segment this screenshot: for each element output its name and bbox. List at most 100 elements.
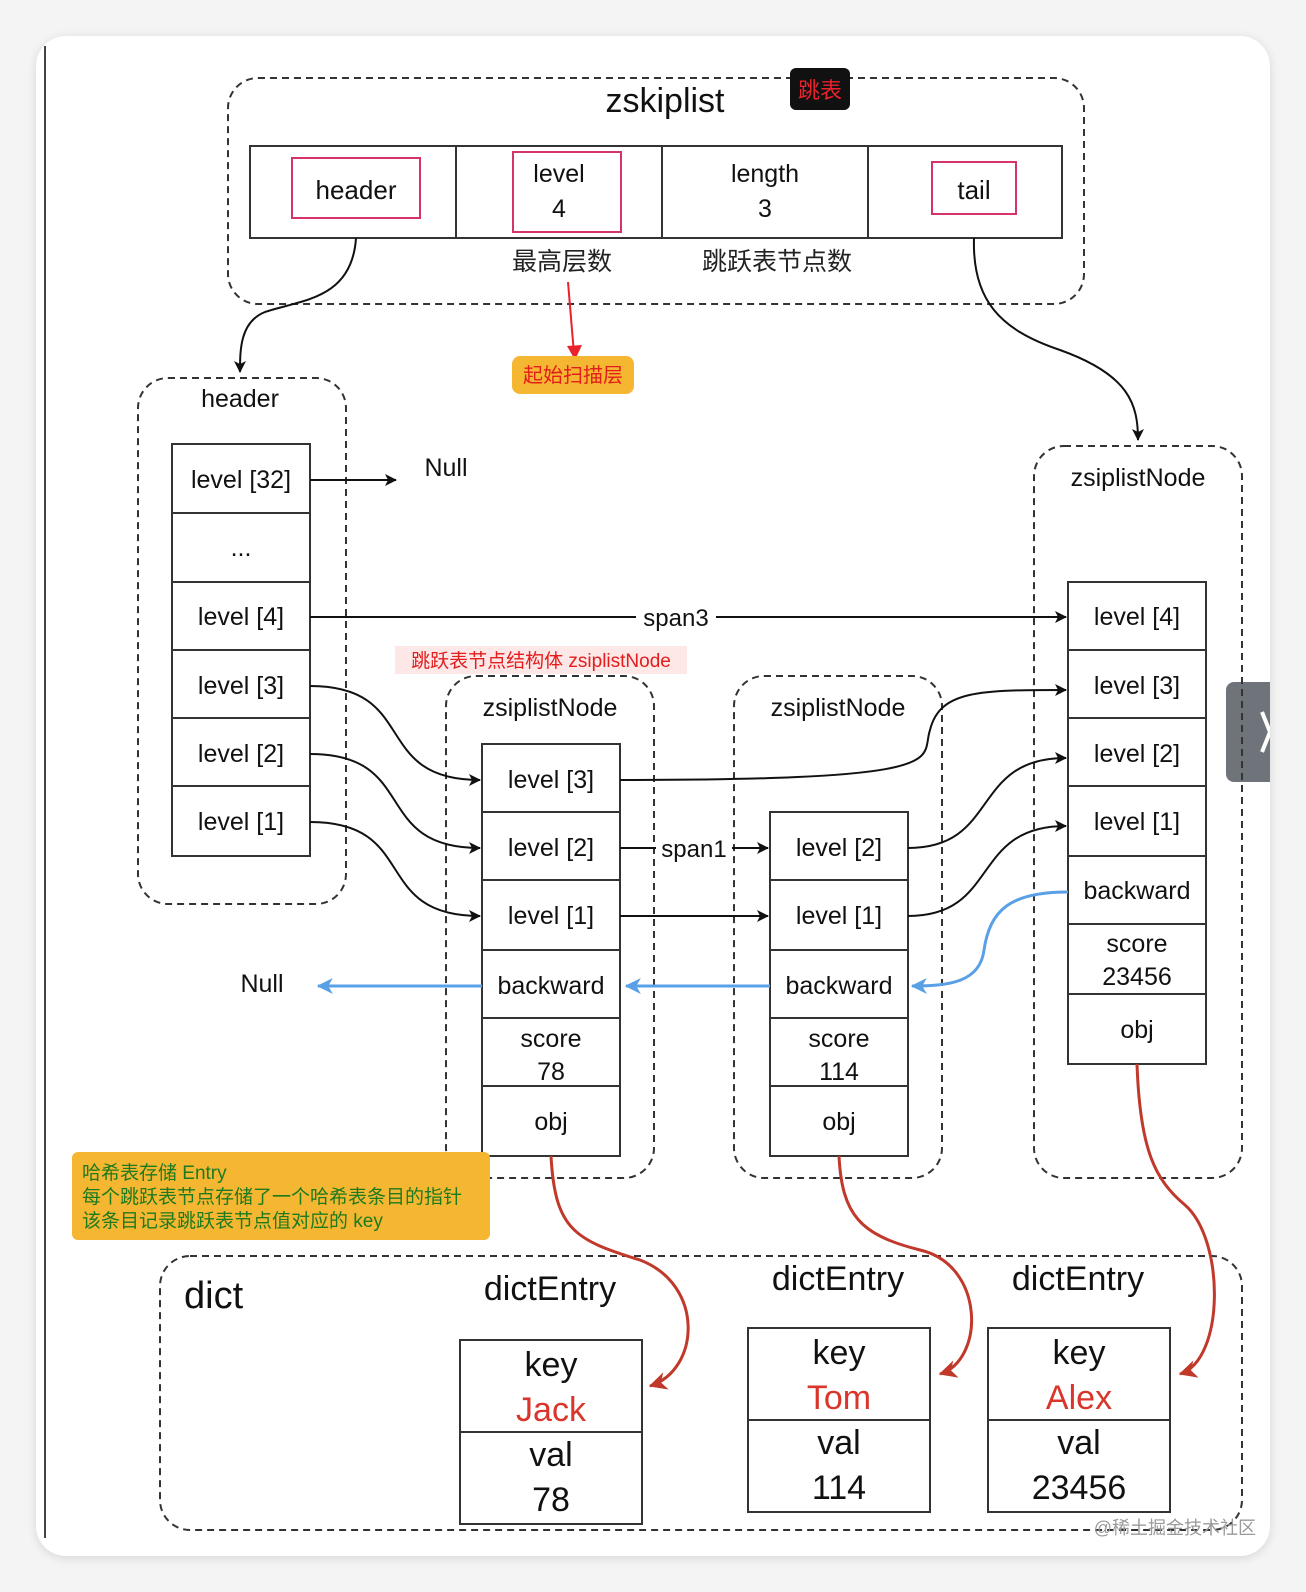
node-2-box	[769, 811, 909, 1157]
dict-entry-1-val: 78	[532, 1481, 570, 1519]
header-level-ellipsis: ...	[231, 534, 252, 562]
node-3-level-2: level [2]	[1094, 740, 1180, 768]
field-tail: tail	[957, 175, 990, 205]
node-3-box	[1067, 581, 1207, 1065]
node-2-level-1: level [1]	[796, 902, 882, 930]
arrow-n1l3-to-n3l3	[619, 684, 1067, 781]
start-level-callout	[512, 356, 634, 394]
forward-pointers	[234, 237, 1144, 922]
skiplist-node-2: zsiplistNode level [2] level [1] backwar…	[733, 675, 943, 1179]
node-2-backward: backward	[786, 972, 893, 1000]
skiplist-badge: 跳表	[798, 78, 842, 103]
header-level-4: level [4]	[198, 603, 284, 631]
note-max-level: 最高层数	[512, 248, 612, 276]
hash-note-line-3: 该条目记录跳跃表节点值对应的 key	[82, 1210, 383, 1232]
node-1-backward: backward	[498, 972, 605, 1000]
hash-note-box	[72, 1152, 490, 1240]
skiplist-badge-bg	[790, 68, 850, 110]
arrow-h1-to-n1l1	[309, 821, 481, 922]
dict-entry-1-key-label: key	[525, 1346, 578, 1384]
arrow-h3-to-n1l3	[309, 685, 481, 786]
dict-entry-1-val-label: val	[529, 1436, 572, 1474]
zskiplist-struct: zskiplist 跳表 header level 4 length 3 tai…	[227, 68, 1085, 305]
node-3-level-4: level [4]	[1094, 603, 1180, 631]
dict-container	[159, 1255, 1243, 1531]
dict-entry-1-title: dictEntry	[484, 1270, 616, 1308]
node-3-level-1: level [1]	[1094, 808, 1180, 836]
dict-entry-2-val-label: val	[817, 1424, 860, 1462]
null-left: Null	[240, 970, 283, 998]
null-top: Null	[424, 454, 467, 482]
field-length-value: 3	[758, 195, 772, 223]
field-header-highlight	[291, 157, 421, 219]
note-node-count: 跳跃表节点数	[702, 248, 852, 276]
card-edge	[44, 46, 46, 1538]
start-level-pointer	[567, 281, 575, 355]
node-3-container	[1033, 445, 1243, 1179]
node-3-backward: backward	[1084, 877, 1191, 905]
hash-note-line-2: 每个跳跃表节点存储了一个哈希表条目的指针	[82, 1186, 462, 1208]
arrow-node3-obj-to-alex	[1135, 1063, 1216, 1378]
arrow-tail-to-last-node	[972, 237, 1144, 441]
skiplist-node-1: zsiplistNode level [3] level [2] level […	[445, 675, 655, 1179]
obj-pointers	[549, 1063, 1216, 1390]
watermark: @稀土掘金技术社区	[1093, 1518, 1256, 1538]
dict-struct: dict dictEntry key Jack val 78 dictEntry…	[159, 1255, 1243, 1531]
span1-label: span1	[661, 836, 726, 863]
backward-pointers	[316, 890, 1069, 994]
arrow-n3-backward-to-n2	[910, 890, 1069, 994]
field-level-highlight	[512, 151, 622, 233]
header-level-1: level [1]	[198, 808, 284, 836]
node-3-obj: obj	[1120, 1016, 1153, 1044]
zskiplist-fields-row	[249, 145, 1063, 239]
dict-entry-1-key: Jack	[516, 1391, 587, 1429]
node-1-level-2: level [2]	[508, 834, 594, 862]
dict-entry-3-key-label: key	[1053, 1334, 1106, 1372]
node-2-score-label: score	[808, 1025, 869, 1053]
dict-entry-2-key: Tom	[807, 1379, 871, 1417]
node-1-level-1: level [1]	[508, 902, 594, 930]
skiplist-node-3: zsiplistNode level [4] level [3] level […	[1033, 445, 1243, 1179]
span3-label: span3	[643, 605, 708, 632]
start-level-pointer-head	[567, 345, 582, 360]
struct-label: 跳跃表节点结构体 zsiplistNode	[411, 650, 671, 672]
dict-entry-3-val-label: val	[1057, 1424, 1100, 1462]
header-level-32: level [32]	[191, 466, 291, 494]
header-level-3: level [3]	[198, 672, 284, 700]
start-level-callout-text: 起始扫描层	[523, 364, 623, 387]
header-node: header level [32] ... level [4] level [3…	[137, 377, 347, 905]
zskiplist-container	[227, 77, 1085, 305]
side-expand-tab[interactable]	[1226, 682, 1270, 782]
dict-entry-3-key: Alex	[1046, 1379, 1112, 1417]
node-1-score-label: score	[520, 1025, 581, 1053]
field-level-label: level	[533, 160, 584, 188]
dict-entry-3-title: dictEntry	[1012, 1260, 1144, 1298]
field-length-label: length	[731, 160, 799, 188]
dict-title: dict	[184, 1275, 244, 1317]
field-header: header	[316, 175, 397, 205]
node-1-obj: obj	[534, 1108, 567, 1136]
header-level-2: level [2]	[198, 740, 284, 768]
node-2-container	[733, 675, 943, 1179]
node-2-title: zsiplistNode	[771, 694, 906, 722]
struct-label-bg	[395, 646, 687, 674]
node-3-title: zsiplistNode	[1071, 464, 1206, 492]
zskiplist-title: zskiplist	[605, 82, 725, 120]
dict-entry-3-val: 23456	[1032, 1469, 1127, 1507]
arrow-n2l2-to-n3l2	[907, 752, 1067, 849]
node-1-level-3: level [3]	[508, 766, 594, 794]
header-node-title: header	[201, 385, 279, 413]
header-node-container	[137, 377, 347, 905]
arrow-header-to-header-node	[234, 237, 357, 373]
node-2-level-2: level [2]	[796, 834, 882, 862]
node-3-level-3: level [3]	[1094, 672, 1180, 700]
dict-entry-2-val: 114	[812, 1469, 866, 1507]
node-3-score-label: score	[1106, 930, 1167, 958]
node-1-container	[445, 675, 655, 1179]
arrow-node1-obj-to-jack	[549, 1155, 690, 1390]
hash-note-line-1: 哈希表存储 Entry	[82, 1162, 227, 1184]
field-tail-highlight	[931, 161, 1017, 215]
node-2-score-value: 114	[819, 1058, 859, 1086]
dict-entry-2-key-label: key	[813, 1334, 866, 1372]
